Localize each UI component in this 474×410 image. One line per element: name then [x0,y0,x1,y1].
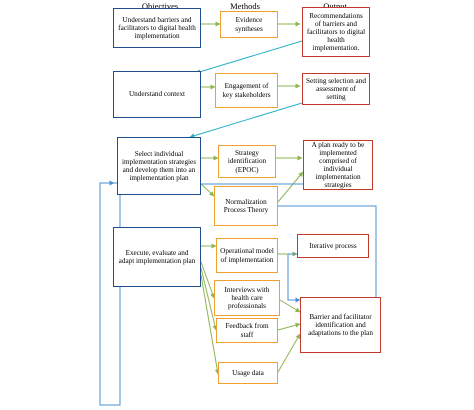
output-recommendations: Recommendations of barriers and facilita… [302,7,370,57]
arrow-obj4-feedback [200,267,218,331]
objective-execute-evaluate: Execute, evaluate and adapt implementati… [113,227,201,287]
method-feedback-from-staff: Feedback from staff [216,318,278,343]
method-evidence-syntheses: Evidence syntheses [220,11,278,38]
arrow-npt-plan [277,171,304,203]
method-interviews: Interviews with health care professional… [214,280,280,316]
objective-select-strategies: Select individual implementation strateg… [117,137,201,195]
arrow-setting-select [189,102,303,139]
method-normalization-process-theory: Normalization Process Theory [214,186,278,226]
output-column-title: Output [323,1,347,11]
arrow-obj4-usage [200,274,220,375]
arrow-usage-barrier [277,333,301,373]
objective-understand-barriers: Understand barriers and facilitators to … [113,8,201,48]
arrow-obj3-npt [200,183,215,197]
arrow-interviews-barrier [279,299,301,313]
output-iterative-process: Iterative process [297,234,369,258]
methods-column-title: Methods [230,1,260,11]
arrow-feedback-barrier [277,322,301,331]
output-implementation-plan: A plan ready to be implemented comprised… [303,140,373,190]
method-usage-data: Usage data [218,362,278,384]
objectives-column-title: Objectives [141,1,179,11]
method-strategy-identification: Strategy identification (EPOC) [218,145,276,178]
output-barrier-facilitator: Barrier and facilitator identification a… [300,297,381,353]
objective-understand-context: Understand context [113,71,201,118]
method-engagement-stakeholders: Engagement of key stakeholders [215,73,278,108]
arrow-obj4-interviews [200,261,215,299]
arrow-iterative-barrier [287,254,301,303]
method-operational-model: Operational model of implementation [216,238,278,273]
arrow-rec-context [195,40,303,75]
output-setting-selection: Setting selection and assessment of sett… [302,73,370,105]
